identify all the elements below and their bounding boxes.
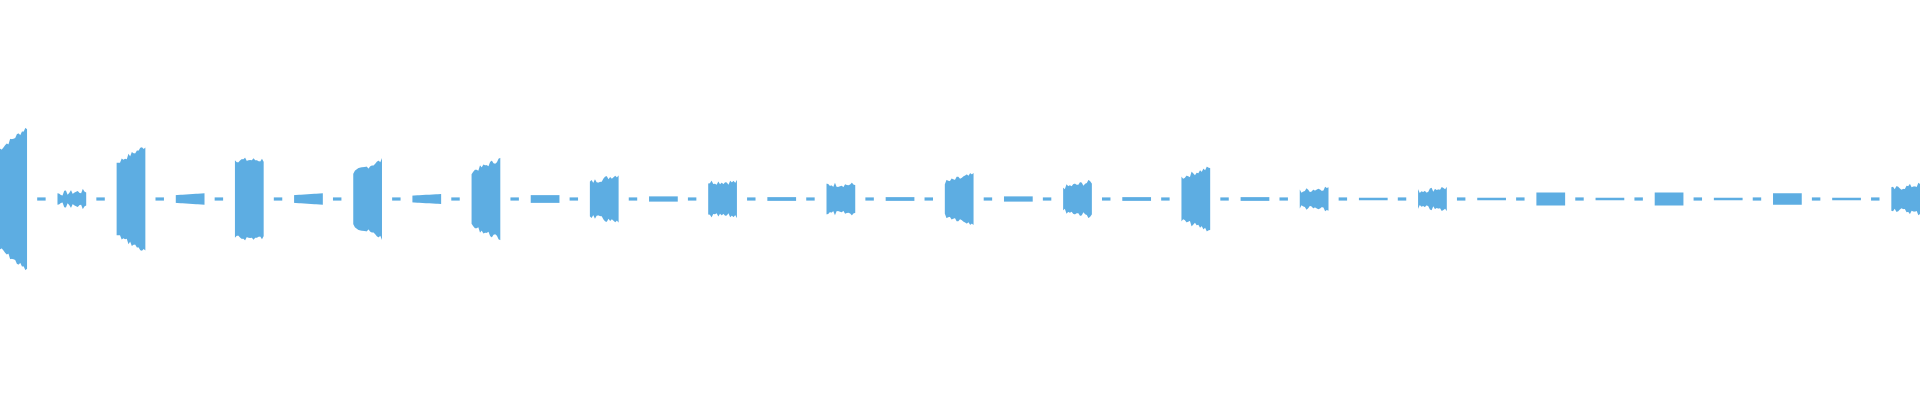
waveform-burst [1477,197,1506,201]
waveform-burst [826,182,856,216]
waveform-silence [1279,197,1288,201]
waveform-burst [1595,197,1625,201]
waveform-silence [983,197,993,201]
waveform-burst [1891,182,1920,216]
waveform-burst [1240,197,1270,201]
waveform-burst [294,193,323,205]
waveform-silence [1634,197,1643,201]
waveform-silence [451,197,460,201]
waveform-silence [1693,197,1703,201]
waveform-silence [96,197,105,201]
waveform-silence [1752,197,1762,201]
waveform-silence [1102,197,1111,201]
waveform-silence [214,197,224,201]
waveform-burst [1832,197,1861,201]
waveform-burst [708,179,737,219]
waveform-burst [1358,197,1388,201]
waveform-burst [649,196,678,202]
waveform-burst [589,175,619,223]
waveform-burst [471,157,501,241]
waveform-silence [687,197,697,201]
waveform-burst [1654,192,1684,206]
waveform-silence [273,197,283,201]
waveform-silence [332,197,342,201]
waveform-silence [1397,197,1407,201]
waveform-group [0,127,1920,271]
waveform-burst [234,157,264,241]
waveform-burst [767,197,797,201]
waveform-silence [37,197,46,201]
waveform-burst [116,147,146,251]
waveform-burst [1299,186,1329,212]
waveform-silence [1220,197,1229,201]
waveform-silence [1042,197,1052,201]
waveform-burst [1713,197,1743,201]
waveform-silence [1161,197,1170,201]
waveform-burst [1063,179,1092,219]
waveform-burst [1773,193,1802,205]
waveform-silence [865,197,874,201]
waveform-burst [57,188,87,210]
waveform-silence [510,197,519,201]
waveform-silence [628,197,638,201]
waveform-silence [924,197,933,201]
waveform-burst [530,195,560,203]
waveform-silence [155,197,164,201]
waveform-silence [1575,197,1584,201]
waveform-burst [1536,192,1566,206]
waveform-burst [412,194,442,204]
waveform-silence [747,197,756,201]
waveform-burst [1418,186,1447,212]
waveform-silence [1338,197,1348,201]
waveform-silence [569,197,579,201]
waveform-silence [1811,197,1821,201]
waveform-burst [1181,166,1211,232]
waveform-burst [353,158,382,240]
waveform-burst [175,193,205,205]
waveform-silence [1456,197,1466,201]
waveform-burst [0,127,28,271]
waveform-burst [1003,196,1033,202]
waveform-silence [1871,197,1880,201]
waveform-burst [1122,197,1152,201]
waveform-silence [1516,197,1525,201]
waveform-burst [885,197,915,201]
waveform-burst [944,173,974,225]
waveform-silence [806,197,815,201]
waveform-silence [392,197,401,201]
